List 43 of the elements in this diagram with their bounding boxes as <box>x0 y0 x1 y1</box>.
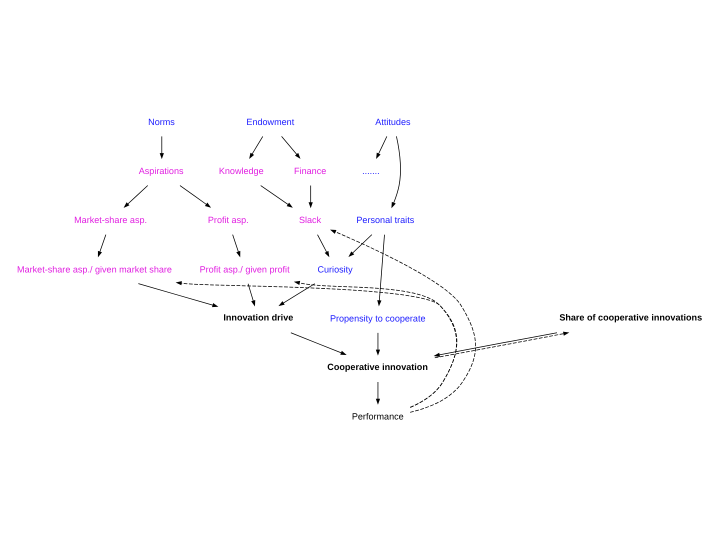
node-text: Share of cooperative innovations <box>559 312 702 323</box>
arrow <box>434 332 558 357</box>
arrow <box>376 382 380 405</box>
node-text: Slack <box>298 215 322 226</box>
arrow <box>248 283 256 306</box>
arrow <box>391 136 401 208</box>
node-text: Knowledge <box>218 166 264 176</box>
arrow <box>260 185 293 208</box>
arrow <box>281 136 300 159</box>
arrow <box>124 185 148 208</box>
arrow <box>98 234 106 258</box>
node-text: Performance <box>352 412 404 422</box>
arrow <box>308 185 313 208</box>
arrow <box>317 234 330 258</box>
node-text: Norms <box>148 116 175 127</box>
node-text: Innovation drive <box>223 312 294 323</box>
arrow <box>330 230 476 413</box>
node-text: Cooperative innovation <box>327 362 428 372</box>
node-text: Aspirations <box>138 166 184 176</box>
arrow <box>278 283 316 306</box>
arrow <box>232 234 240 258</box>
node-text: Personal traits <box>356 215 414 226</box>
node-text: Market-share asp./ given market share <box>17 264 172 274</box>
node-text: Profit asp. <box>208 215 249 226</box>
node-text: Endowment <box>246 116 294 127</box>
arrow <box>290 332 347 356</box>
arrow <box>176 281 458 408</box>
node-text: Propensity to cooperate <box>330 313 426 324</box>
arrow <box>376 136 388 160</box>
node-text: Profit asp./ given profit <box>200 264 290 274</box>
node-text: ....... <box>362 166 380 176</box>
arrow <box>376 332 380 356</box>
node-text: Curiosity <box>317 264 353 274</box>
arrow <box>249 136 264 159</box>
arrow <box>160 136 164 160</box>
arrow <box>348 234 372 258</box>
node-text: Finance <box>294 166 326 176</box>
node-text: Market-share asp. <box>74 215 148 226</box>
arrow <box>434 332 570 358</box>
node-text: Attitudes <box>375 116 411 127</box>
arrow <box>180 185 212 208</box>
arrow <box>138 283 218 308</box>
arrow <box>377 234 385 306</box>
